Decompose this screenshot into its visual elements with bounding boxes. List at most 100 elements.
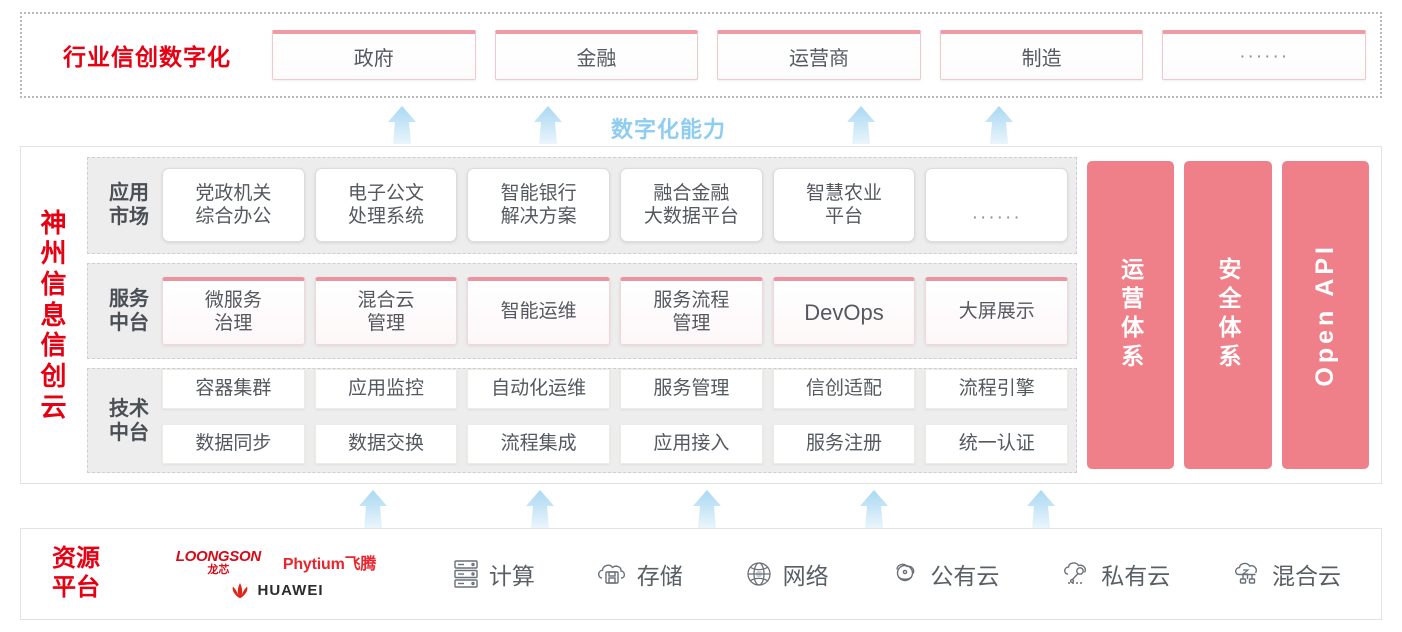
- app-card-government-office[interactable]: 党政机关 综合办公: [162, 168, 305, 243]
- tech-card-process-integration[interactable]: 流程集成: [467, 424, 611, 464]
- layer-label-line: 中台: [109, 311, 149, 334]
- tech-card-automated-ops[interactable]: 自动化运维: [467, 369, 611, 409]
- cloud-title-char: 云: [40, 391, 68, 422]
- service-card-hybrid-cloud-management[interactable]: 混合云 管理: [314, 276, 458, 345]
- tech-card-container-cluster[interactable]: 容器集群: [162, 369, 305, 409]
- pillar-operations-system[interactable]: 运营体系: [1087, 161, 1175, 469]
- layer-label-service-platform: 服务 中台: [96, 287, 162, 335]
- resource-item-label: 网络: [782, 563, 829, 589]
- layer-label-technology-platform: 技术 中台: [96, 397, 162, 445]
- layer-label-line: 技术: [109, 397, 149, 420]
- resource-platform-title: 资源 平台: [21, 545, 131, 603]
- resource-item-hybrid-cloud[interactable]: 混合云: [1230, 557, 1341, 591]
- app-card-more[interactable]: ······: [925, 168, 1069, 243]
- resource-item-label: 公有云: [930, 563, 1000, 589]
- pillar-label: 安全体系: [1214, 257, 1241, 373]
- industry-card-government[interactable]: 政府: [272, 30, 476, 80]
- app-card-edoc-system[interactable]: 电子公文 处理系统: [314, 168, 458, 243]
- technology-card-row: 容器集群 应用监控 自动化运维 服务管理 信创适配 流程引擎: [162, 369, 1069, 417]
- resource-item-private-cloud[interactable]: 私有云: [1059, 557, 1170, 591]
- cloud-title-char: 州: [40, 238, 68, 269]
- industry-title: 行业信创数字化: [63, 44, 231, 70]
- card-line: 电子公文: [348, 182, 425, 204]
- card-line: 解决方案: [500, 206, 577, 228]
- industry-band: 行业信创数字化 政府 金融 运营商 制造 ······: [20, 12, 1382, 98]
- service-card-service-process-management[interactable]: 服务流程 管理: [620, 276, 763, 345]
- tech-card-data-exchange[interactable]: 数据交换: [314, 424, 458, 464]
- resource-title-line: 资源: [52, 545, 100, 573]
- tech-card-service-management[interactable]: 服务管理: [620, 369, 763, 409]
- phytium-logo: Phytium飞腾: [282, 556, 377, 573]
- up-arrow-icon: [853, 489, 895, 529]
- service-card-microservice-governance[interactable]: 微服务 治理: [162, 276, 305, 345]
- up-arrow-icon: [686, 489, 728, 529]
- tech-card-application-monitoring[interactable]: 应用监控: [314, 369, 458, 409]
- resource-item-label: 计算: [488, 563, 535, 589]
- layer-technology-platform: 技术 中台 容器集群 应用监控 自动化运维 服务管理 信创适配 流程引擎: [87, 368, 1077, 473]
- app-card-smart-banking[interactable]: 智能银行 解决方案: [467, 168, 611, 243]
- tech-card-service-registry[interactable]: 服务注册: [772, 424, 916, 464]
- pillar-open-api[interactable]: Open API: [1281, 161, 1369, 469]
- card-line: 处理系统: [348, 206, 425, 228]
- cloud-title-char: 创: [40, 361, 68, 391]
- tech-card-application-access[interactable]: 应用接入: [620, 424, 763, 464]
- layer-application-market: 应用 市场 党政机关 综合办公 电子公文: [87, 157, 1077, 254]
- layer-label-line: 服务: [109, 287, 149, 310]
- industry-card-more[interactable]: ······: [1162, 30, 1366, 80]
- private-cloud-icon: [1059, 558, 1093, 590]
- app-card-smart-agriculture[interactable]: 智慧农业 平台: [772, 168, 916, 243]
- industry-card-finance[interactable]: 金融: [494, 30, 699, 80]
- layer-label-line: 市场: [109, 206, 149, 229]
- up-arrow-icon: [978, 105, 1020, 145]
- technology-platform-cards: 容器集群 应用监控 自动化运维 服务管理 信创适配 流程引擎 数据同步 数据交换…: [162, 361, 1069, 480]
- industry-card-list: 政府 金融 运营商 制造 ······: [272, 30, 1380, 80]
- resource-item-network[interactable]: 网络: [743, 557, 829, 591]
- pillar-label: Open API: [1310, 243, 1339, 387]
- huawei-flower-icon: [229, 582, 251, 600]
- technology-card-row: 数据同步 数据交换 流程集成 应用接入 服务注册 统一认证: [162, 424, 1069, 472]
- resource-title-line: 平台: [52, 574, 100, 601]
- application-market-cards: 党政机关 综合办公 电子公文 处理系统 智能银行: [162, 158, 1069, 253]
- up-arrow-icon: [527, 105, 569, 145]
- cloud-title-char: 神: [40, 207, 68, 238]
- card-line: 融合金融: [653, 182, 730, 204]
- resource-item-compute[interactable]: 计算: [451, 557, 535, 591]
- industry-card-operator[interactable]: 运营商: [717, 30, 921, 80]
- service-card-intelligent-ops[interactable]: 智能运维: [467, 276, 611, 345]
- tech-card-unified-authentication[interactable]: 统一认证: [925, 424, 1069, 464]
- card-line: 综合办公: [195, 206, 272, 228]
- resource-item-label: 私有云: [1101, 563, 1171, 589]
- up-arrow-icon: [352, 489, 394, 529]
- card-line: 大数据平台: [643, 206, 739, 228]
- service-card-large-screen-display[interactable]: 大屏展示: [925, 276, 1069, 345]
- resource-item-public-cloud[interactable]: 公有云: [888, 557, 999, 591]
- server-icon: [451, 558, 481, 590]
- cloud-title-char: 信: [40, 330, 68, 361]
- tech-card-data-sync[interactable]: 数据同步: [162, 424, 305, 464]
- up-arrow-icon: [381, 105, 423, 145]
- cloud-panel: 神 州 信 息 信 创 云 应用 市场: [20, 146, 1382, 484]
- card-line: 管理: [672, 313, 711, 335]
- up-arrow-icon: [1020, 489, 1062, 529]
- card-line: 平台: [825, 206, 864, 228]
- up-arrow-icon: [519, 489, 561, 529]
- loongson-logo-cn: 龙芯: [207, 563, 230, 576]
- cloud-title-char: 息: [40, 299, 68, 330]
- layer-label-line: 应用: [109, 182, 149, 205]
- arrow-strip-top: [0, 103, 1402, 145]
- tech-card-xinchuang-adaptation[interactable]: 信创适配: [772, 369, 916, 409]
- industry-card-manufacturing[interactable]: 制造: [939, 30, 1144, 80]
- card-line: 管理: [367, 313, 406, 335]
- service-card-devops[interactable]: DevOps: [772, 276, 916, 345]
- resource-item-storage[interactable]: 存储: [595, 557, 683, 591]
- resource-item-label: 混合云: [1272, 563, 1342, 589]
- card-line: 服务流程: [653, 289, 730, 311]
- pillar-security-system[interactable]: 安全体系: [1184, 161, 1272, 469]
- card-line: 智能银行: [500, 182, 577, 204]
- cloud-storage-icon: [595, 558, 629, 590]
- network-icon: [743, 558, 775, 590]
- cloud-title-char: 信: [40, 268, 68, 299]
- resource-platform-band: 资源 平台 LOONGSON 龙芯 Phytium飞腾 HUAWEI: [20, 528, 1382, 620]
- tech-card-process-engine[interactable]: 流程引擎: [925, 369, 1069, 409]
- app-card-finance-bigdata[interactable]: 融合金融 大数据平台: [620, 168, 763, 243]
